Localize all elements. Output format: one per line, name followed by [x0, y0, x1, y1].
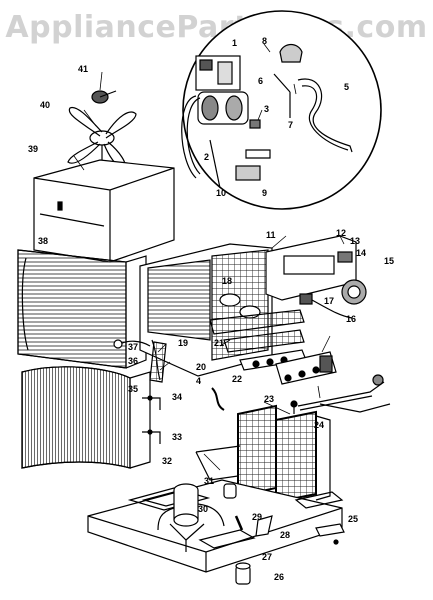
- callout-41: 41: [78, 64, 88, 74]
- callout-10: 10: [216, 188, 226, 198]
- callout-14: 14: [356, 248, 366, 258]
- cabinet-shroud: [33, 159, 175, 263]
- evaporator-coil: [21, 366, 151, 469]
- callout-24: 24: [314, 420, 324, 430]
- callout-23: 23: [264, 394, 274, 404]
- callout-17: 17: [324, 296, 334, 306]
- callout-8: 8: [262, 36, 267, 46]
- callout-11: 11: [266, 230, 276, 240]
- callout-6: 6: [258, 76, 263, 86]
- gas-valve-detail-circle: [181, 10, 382, 210]
- callout-25: 25: [348, 514, 358, 524]
- callout-38: 38: [38, 236, 48, 246]
- drawing-parts: [17, 10, 391, 585]
- callout-12: 12: [336, 228, 346, 238]
- base-pan: [87, 479, 344, 573]
- control-panel: [265, 235, 367, 319]
- callout-29: 29: [252, 512, 262, 522]
- callout-33: 33: [172, 432, 182, 442]
- callout-40: 40: [40, 100, 50, 110]
- air-filters: [195, 404, 331, 504]
- callout-9: 9: [262, 188, 267, 198]
- callout-27: 27: [262, 552, 272, 562]
- callout-2: 2: [204, 152, 209, 162]
- callout-5: 5: [344, 82, 349, 92]
- callout-21: 21: [214, 338, 224, 348]
- callout-26: 26: [274, 572, 284, 582]
- callout-37: 37: [128, 342, 138, 352]
- burner-manifold: [275, 351, 337, 385]
- pilot-tubing: [297, 374, 391, 413]
- callout-16: 16: [346, 314, 356, 324]
- fan-assembly: [67, 90, 137, 180]
- callout-3: 3: [264, 104, 269, 114]
- fittings: [223, 483, 345, 585]
- callout-34: 34: [172, 392, 182, 402]
- callout-22: 22: [232, 374, 242, 384]
- callout-19: 19: [178, 338, 188, 348]
- callout-labels: 1 2 3 4 5 6 7 8 9 10 11 12 13 14 15 16 1…: [28, 36, 394, 582]
- callout-39: 39: [28, 144, 38, 154]
- callout-7: 7: [288, 120, 293, 130]
- callout-32: 32: [162, 456, 172, 466]
- burner-assembly: [209, 309, 307, 371]
- callout-36: 36: [128, 356, 138, 366]
- callout-15: 15: [384, 256, 394, 266]
- callout-28: 28: [280, 530, 290, 540]
- callout-20: 20: [196, 362, 206, 372]
- small-parts: [113, 339, 298, 444]
- leader-lines: [73, 43, 345, 471]
- compressor: [157, 483, 225, 552]
- callout-13: 13: [350, 236, 360, 246]
- callout-35: 35: [128, 384, 138, 394]
- callout-30: 30: [198, 504, 208, 514]
- condenser-coil: [17, 249, 147, 369]
- callout-4: 4: [196, 376, 201, 386]
- callout-18: 18: [222, 276, 232, 286]
- callout-1: 1: [232, 38, 237, 48]
- callout-31: 31: [204, 476, 214, 486]
